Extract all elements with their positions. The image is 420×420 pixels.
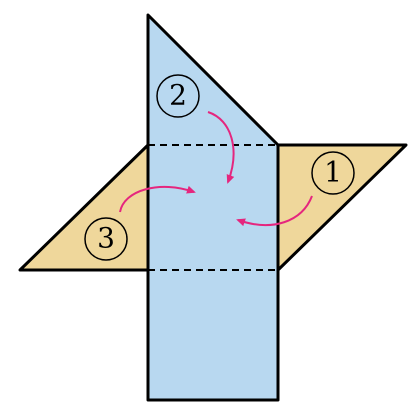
label-2: 2 xyxy=(156,74,200,118)
label-3-circle xyxy=(84,217,128,261)
center-panel xyxy=(146,13,280,402)
arrow-1 xyxy=(236,195,313,227)
label-1: 1 xyxy=(311,151,355,195)
label-1-circle xyxy=(311,151,355,195)
right-flap xyxy=(276,143,408,272)
label-3: 3 xyxy=(84,217,128,261)
arrow-3 xyxy=(119,185,196,213)
label-2-text: 2 xyxy=(169,79,187,112)
label-1-text: 1 xyxy=(324,156,342,189)
left-flap xyxy=(18,143,150,272)
label-3-text: 3 xyxy=(97,222,115,255)
label-2-circle xyxy=(156,74,200,118)
arrow-2 xyxy=(207,111,235,184)
